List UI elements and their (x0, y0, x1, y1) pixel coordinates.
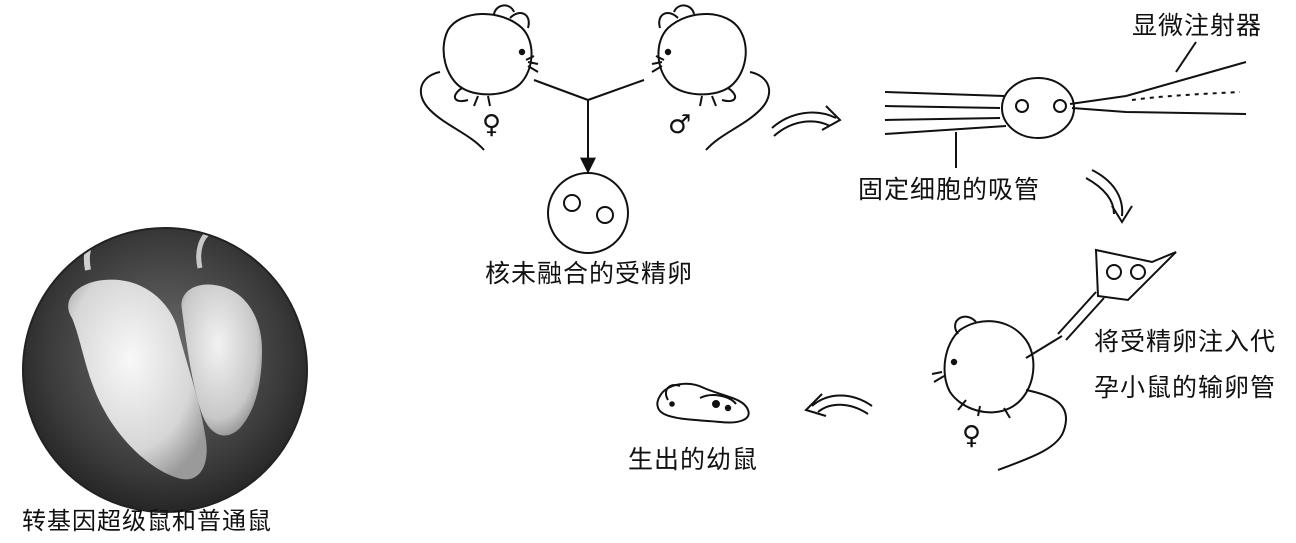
holding-pipette-label: 固定细胞的吸管 (858, 175, 1041, 204)
injected-egg (1001, 77, 1075, 139)
offspring-label: 生出的幼鼠 (628, 445, 759, 474)
process-arrow-2 (1085, 169, 1133, 224)
process-arrow-1 (771, 105, 842, 137)
microinjector (1069, 41, 1247, 115)
female-symbol-parent: ♀ (482, 110, 501, 140)
offspring-mice (656, 382, 750, 424)
fertilized-egg-label: 核未融合的受精卵 (485, 259, 694, 288)
surrogate-mother-mouse (931, 315, 1067, 471)
holding-pipette (884, 91, 1007, 168)
mating-lines (533, 79, 645, 174)
process-arrow-3 (804, 393, 873, 417)
mice-photo (22, 227, 308, 513)
transfer-label-line1: 将受精卵注入代 (1094, 327, 1277, 356)
photo-caption: 转基因超级鼠和普通鼠 (22, 507, 272, 535)
male-symbol: ♂ (668, 110, 691, 140)
transfer-label-line2: 孕小鼠的输卵管 (1094, 373, 1277, 402)
male-parent-mouse (651, 4, 771, 151)
microinjector-label: 显微注射器 (1132, 11, 1263, 40)
female-symbol-surrogate: ♀ (962, 421, 981, 451)
female-parent-mouse (419, 4, 539, 151)
fertilized-egg (547, 172, 629, 254)
